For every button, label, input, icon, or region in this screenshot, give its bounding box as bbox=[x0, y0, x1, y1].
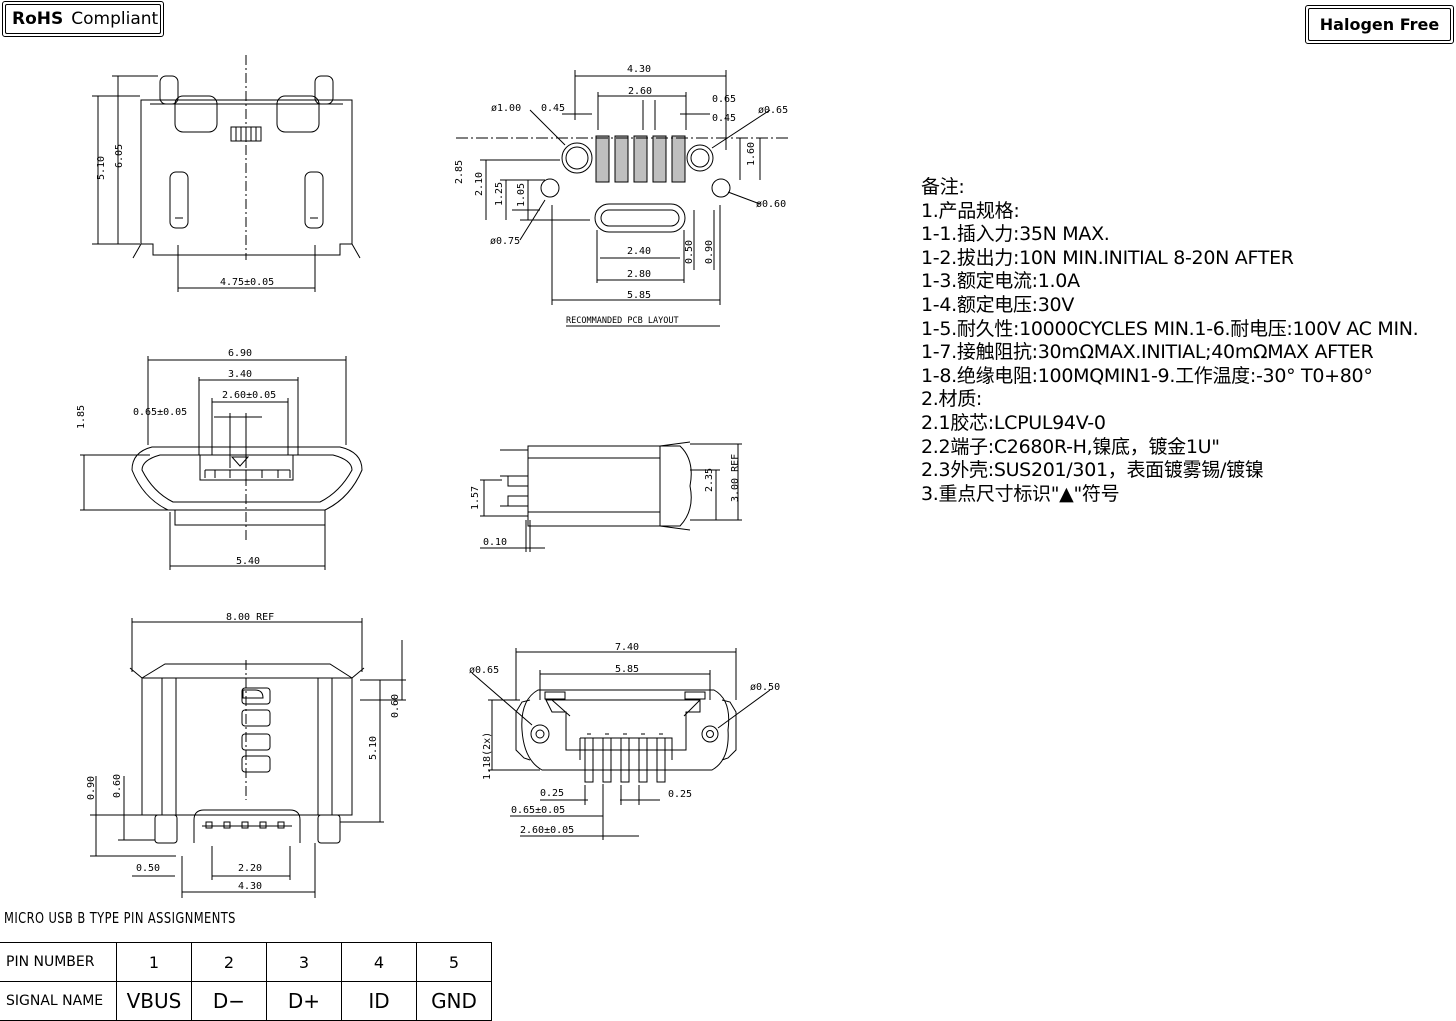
signal-name-cell: GND bbox=[416, 981, 492, 1021]
pcb-dim-d065: ø0.65 bbox=[758, 105, 788, 116]
bottom-dim-060b: 0.60 bbox=[112, 774, 123, 798]
pcb-dim-050: 0.50 bbox=[684, 240, 695, 264]
halogen-free-label: Halogen Free bbox=[1308, 8, 1451, 41]
pcb-dim-240: 2.40 bbox=[627, 246, 651, 257]
rohs-badge: RoHS Compliant bbox=[2, 1, 164, 37]
dim-475: 4.75±0.05 bbox=[220, 277, 274, 288]
pcb-dim-260: 2.60 bbox=[628, 86, 652, 97]
note-line: 1-3.额定电流:1.0A bbox=[921, 270, 1080, 293]
rear-dim-025b: 0.25 bbox=[668, 789, 692, 800]
pcb-dim-090: 0.90 bbox=[704, 240, 715, 264]
note-line: 1-2.拔出力:10N MIN.INITIAL 8-20N AFTER bbox=[921, 246, 1294, 269]
rohs-label: RoHS bbox=[12, 9, 64, 29]
pcb-dim-d075: ø0.75 bbox=[490, 236, 520, 247]
top-view bbox=[92, 55, 361, 292]
front-dim-185: 1.85 bbox=[76, 405, 87, 429]
compliant-label: Compliant bbox=[71, 9, 159, 29]
pin-number-label: PIN NUMBER bbox=[0, 942, 117, 982]
rear-view bbox=[471, 648, 771, 840]
halogen-free-badge: Halogen Free bbox=[1305, 5, 1454, 44]
pcb-dim-045b: 0.45 bbox=[712, 113, 736, 124]
side-view bbox=[480, 441, 742, 552]
pin-number-cell: 5 bbox=[416, 942, 492, 982]
pin-assignment-table: PIN NUMBER 1 2 3 4 5 SIGNAL NAME VBUS D−… bbox=[0, 942, 492, 1021]
front-dim-260: 2.60±0.05 bbox=[222, 390, 276, 401]
notes-block: 备注: 1.产品规格: 1-1.插入力:35N MAX. 1-2.拔出力:10N… bbox=[921, 176, 1419, 506]
table-row: SIGNAL NAME VBUS D− D+ ID GND bbox=[0, 981, 492, 1021]
bottom-dim-090: 0.90 bbox=[86, 776, 97, 800]
pcb-dim-210: 2.10 bbox=[474, 172, 485, 196]
rear-dim-118: 1.18(2x) bbox=[482, 732, 493, 780]
note-line: 2.3外壳:SUS201/301，表面镀雾锡/镀镍 bbox=[921, 459, 1264, 482]
pin-table-title: MICRO USB B TYPE PIN ASSIGNMENTS bbox=[4, 909, 236, 927]
rear-dim-260: 2.60±0.05 bbox=[520, 825, 574, 836]
pcb-dim-280: 2.80 bbox=[627, 269, 651, 280]
bottom-dim-510: 5.10 bbox=[368, 736, 379, 760]
front-dim-065: 0.65±0.05 bbox=[133, 407, 187, 418]
rear-dim-d065: ø0.65 bbox=[469, 665, 499, 676]
pcb-dim-585: 5.85 bbox=[627, 290, 651, 301]
pcb-dim-160: 1.60 bbox=[746, 142, 757, 166]
note-line: 1-5.耐久性:10000CYCLES MIN.1-6.耐电压:100V AC … bbox=[921, 317, 1419, 340]
rear-dim-d050: ø0.50 bbox=[750, 682, 780, 693]
bottom-dim-800: 8.00 REF bbox=[226, 612, 274, 623]
pcb-dim-125: 1.25 bbox=[494, 182, 505, 206]
note-line: 2.2端子:C2680R-H,镍底，镀金1U" bbox=[921, 435, 1220, 458]
pin-number-cell: 4 bbox=[341, 942, 417, 982]
dim-605: 6.05 bbox=[114, 144, 125, 168]
pcb-dim-045a: 0.45 bbox=[541, 103, 565, 114]
note-line: 2.1胶芯:LCPUL94V-0 bbox=[921, 411, 1106, 434]
pcb-dim-285: 2.85 bbox=[454, 160, 465, 184]
side-dim-010: 0.10 bbox=[483, 537, 507, 548]
front-dim-690: 6.90 bbox=[228, 348, 252, 359]
table-row: PIN NUMBER 1 2 3 4 5 bbox=[0, 942, 492, 982]
bottom-dim-430: 4.30 bbox=[238, 881, 262, 892]
side-dim-157: 1.57 bbox=[470, 486, 481, 510]
pin-number-cell: 1 bbox=[116, 942, 192, 982]
signal-name-label: SIGNAL NAME bbox=[0, 981, 117, 1021]
signal-name-cell: ID bbox=[341, 981, 417, 1021]
front-dim-540: 5.40 bbox=[236, 556, 260, 567]
pcb-layout bbox=[456, 70, 790, 327]
pcb-dim-065: 0.65 bbox=[712, 94, 736, 105]
note-line: 1-4.额定电压:30V bbox=[921, 293, 1075, 316]
note-line: 1-1.插入力:35N MAX. bbox=[921, 223, 1110, 246]
note-line: 1.产品规格: bbox=[921, 199, 1020, 222]
signal-name-cell: VBUS bbox=[116, 981, 192, 1021]
pcb-caption: RECOMMANDED PCB LAYOUT bbox=[566, 316, 679, 326]
front-dim-340: 3.40 bbox=[228, 369, 252, 380]
bottom-dim-220: 2.20 bbox=[238, 863, 262, 874]
rear-dim-740: 7.40 bbox=[615, 642, 639, 653]
note-line: 1-8.绝缘电阻:100MQMIN1-9.工作温度:-30° T0+80° bbox=[921, 364, 1373, 387]
signal-name-cell: D− bbox=[191, 981, 267, 1021]
bottom-view bbox=[90, 618, 406, 898]
side-dim-235: 2.35 bbox=[704, 468, 715, 492]
rear-dim-585: 5.85 bbox=[615, 664, 639, 675]
dim-510: 5.10 bbox=[96, 156, 107, 180]
pcb-dim-d060: ø0.60 bbox=[756, 199, 786, 210]
bottom-dim-050: 0.50 bbox=[136, 863, 160, 874]
note-line: 1-7.接触阻抗:30mΩMAX.INITIAL;40mΩMAX AFTER bbox=[921, 341, 1374, 364]
pin-number-cell: 3 bbox=[266, 942, 342, 982]
rear-dim-025a: 0.25 bbox=[540, 788, 564, 799]
side-dim-300: 3.00 REF bbox=[730, 454, 741, 502]
rear-dim-065: 0.65±0.05 bbox=[511, 805, 565, 816]
pin-number-cell: 2 bbox=[191, 942, 267, 982]
note-line: 2.材质: bbox=[921, 388, 983, 411]
pcb-dim-d100: ø1.00 bbox=[491, 103, 521, 114]
note-line: 备注: bbox=[921, 176, 965, 198]
pcb-dim-105: 1.05 bbox=[516, 183, 527, 207]
signal-name-cell: D+ bbox=[266, 981, 342, 1021]
note-line: 3.重点尺寸标识"▲"符号 bbox=[921, 482, 1120, 505]
pcb-dim-430: 4.30 bbox=[627, 64, 651, 75]
bottom-dim-060: 0.60 bbox=[390, 694, 401, 718]
front-view bbox=[80, 356, 363, 570]
